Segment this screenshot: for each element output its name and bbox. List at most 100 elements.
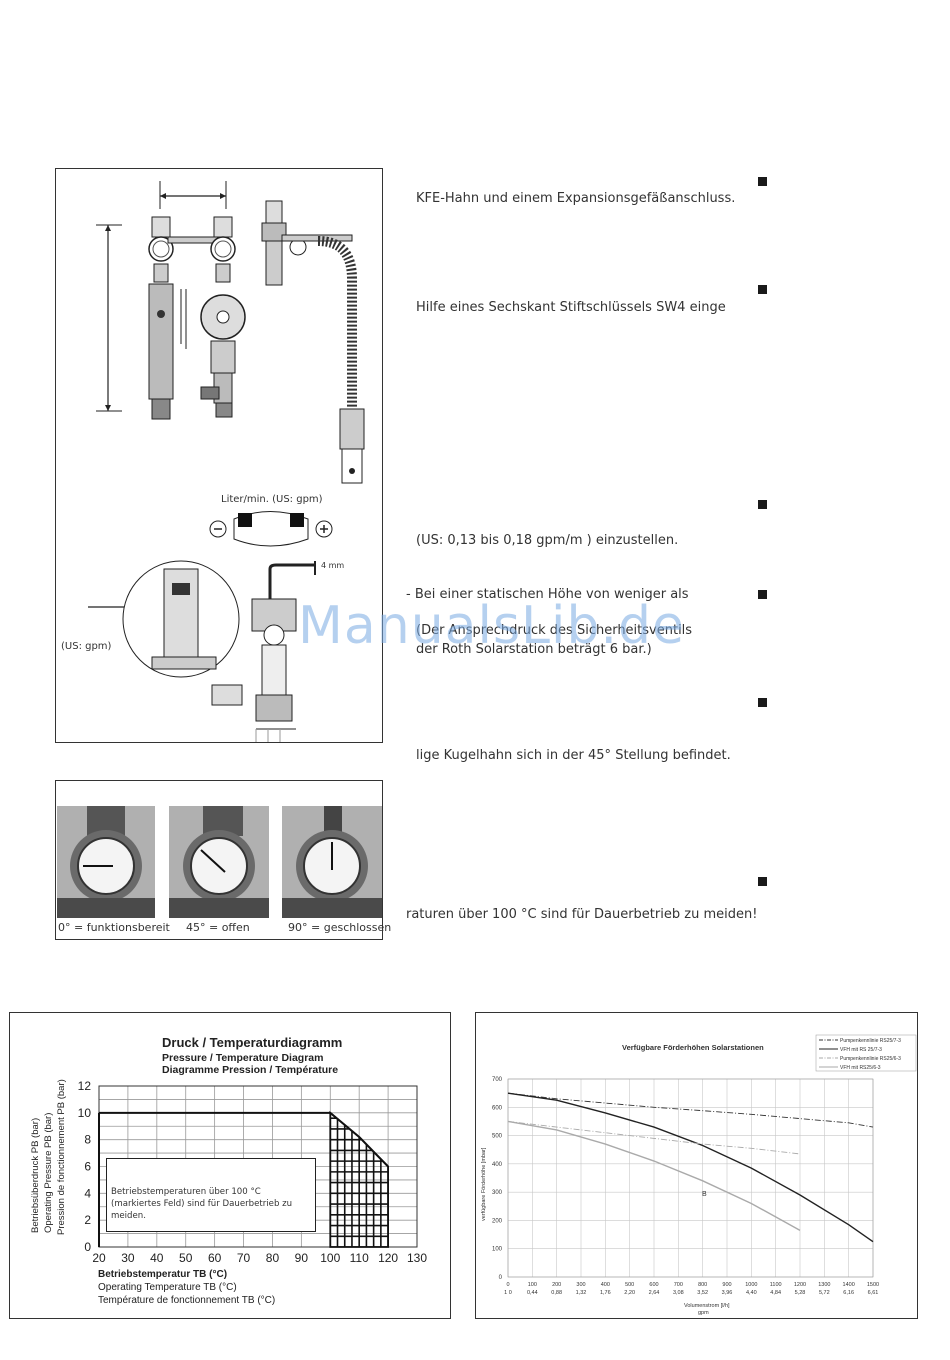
flow-xtick-gpm-label: 6,61 [868,1290,879,1296]
flow-ylabel: verfügbare Förderhöhe [mbar] [481,1147,487,1221]
pt-xtick-label: 120 [378,1251,398,1265]
pt-ylabel-de: Betriebsüberdruck PB (bar) [30,1118,41,1233]
flow-xtick-label: 0 [506,1282,509,1288]
pt-xtick-label: 80 [266,1251,280,1265]
flow-legend-label-2: Pumpenkennlinie RS25/6-3 [840,1056,901,1062]
pt-note-text: Betriebstemperaturen über 100 °C (markie… [111,1187,293,1221]
flow-xtick-label: 1300 [818,1282,830,1288]
pt-xtick-label: 30 [121,1251,135,1265]
pt-xlabel-en: Operating Temperature TB (°C) [98,1282,237,1293]
label-us-gpm: (US: gpm) [61,641,112,652]
flow-xtick-gpm-label: 3,08 [673,1290,684,1296]
flow-legend-box [815,1034,917,1072]
flow-series-3 [507,1120,801,1231]
flow-xtick-label: 1200 [794,1282,806,1288]
flow-chart: Verfügbare Förderhöhen Solarstationen 0 1… [481,1034,917,1316]
flow-ytick-label: 600 [492,1105,503,1111]
flow-ytick-label: 200 [492,1218,503,1224]
flow-xtick-gpm-label: 0,44 [527,1290,538,1296]
flow-xtick-gpm-label: 1 0 [504,1290,512,1296]
pt-chart: Druck / Temperaturdiagramm Pressure / Te… [30,1035,427,1306]
label-4mm: 4 mm [321,561,345,570]
flow-xtick-gpm-label: 1,76 [600,1290,611,1296]
flow-xtick-gpm-label: 5,72 [819,1290,830,1296]
pt-chart-subtitle-en: Pressure / Temperature Diagram [162,1052,323,1064]
pt-xtick-label: 50 [179,1251,193,1265]
flow-xtick-label: 700 [674,1282,683,1288]
flow-xtick-gpm-label: 4,40 [746,1290,757,1296]
flow-plot-frame [507,1078,874,1278]
text-line-7: raturen über 100 °C sind für Dauerbetrie… [406,907,758,922]
pt-ytick-label: 8 [84,1133,91,1147]
text-line-4: - Bei einer statischen Höhe von weniger … [406,587,689,602]
flow-xtick-gpm-label: 2,20 [624,1290,635,1296]
flow-ytick-label: 100 [492,1247,503,1253]
flow-xtick-gpm-label: 6,16 [843,1290,854,1296]
flow-xtick-label: 400 [601,1282,610,1288]
flow-xtick-gpm-label: 1,32 [576,1290,587,1296]
pt-xtick-label: 90 [295,1251,309,1265]
bullet-square-5 [758,698,767,707]
text-line-5b: der Roth Solarstation beträgt 6 bar.) [416,642,652,657]
text-line-2: Hilfe eines Sechskant Stiftschlüssels SW… [416,300,726,315]
pt-xtick-label: 100 [320,1251,340,1265]
pt-ytick-label: 0 [84,1240,91,1254]
pt-xlabel-de: Betriebstemperatur TB (°C) [98,1269,227,1280]
pt-ytick-label: 4 [84,1186,91,1200]
flow-xlabel: Volumenstrom [l/h] [684,1303,730,1309]
pt-xtick-label: 110 [350,1251,369,1265]
pt-xtick-label: 130 [407,1251,427,1265]
watermark: ManualsLib.de [298,596,686,656]
flow-series-1 [507,1092,874,1243]
flow-legend-label-1: VFH mit RS 25/7-3 [840,1047,882,1053]
pt-ylabel-en: Operating Pressure PB (bar) [43,1113,54,1233]
flow-xtick-label: 1100 [770,1282,782,1288]
flow-chart-title: Verfügbare Förderhöhen Solarstationen [622,1043,764,1052]
text-line-1: KFE-Hahn und einem Expansionsgefäßanschl… [416,191,736,206]
pt-chart-box: Druck / Temperaturdiagramm Pressure / Te… [9,1012,451,1319]
flow-xtick-gpm-label: 3,52 [697,1290,708,1296]
flow-series-0 [507,1092,874,1128]
pt-ylabel-fr: Pression de fonctionnement PB (bar) [56,1079,67,1235]
pt-ytick-label: 6 [84,1160,91,1174]
gauge-caption-0: 0° = funktionsbereit [58,921,170,934]
pt-ytick-label: 12 [78,1079,92,1093]
pt-xtick-label: 20 [92,1251,106,1265]
installation-drawing [88,181,365,742]
pt-ytick-label: 10 [78,1106,92,1120]
flow-xlabel-gpm: gpm [698,1310,709,1316]
text-line-3: (US: 0,13 bis 0,18 gpm/m ) einzustellen. [416,533,679,548]
bullet-square-2 [758,285,767,294]
gauge-caption-90: 90° = geschlossen [288,921,392,934]
gauge-photo-0 [57,806,155,918]
flow-xtick-label: 1500 [867,1282,879,1288]
flow-xtick-gpm-label: 2,64 [649,1290,660,1296]
flow-xtick-label: 100 [528,1282,537,1288]
gauge-caption-45: 45° = offen [186,921,250,934]
flow-xtick-label: 800 [698,1282,707,1288]
bullet-square-4 [758,590,767,599]
flow-chart-box: Verfügbare Förderhöhen Solarstationen 0 1… [475,1012,918,1319]
diagram-box-installation: Liter/min. (US: gpm) (US: gpm) 4 mm [55,168,383,743]
bullet-square-1 [758,177,767,186]
flow-xtick-gpm-label: 0,88 [551,1290,562,1296]
pt-chart-title: Druck / Temperaturdiagramm [162,1035,342,1050]
flow-xtick-label: 1000 [745,1282,757,1288]
pt-note-box: Betriebstemperaturen über 100 °C (markie… [106,1158,316,1232]
flow-xtick-label: 600 [649,1282,658,1288]
pt-chart-subtitle-fr: Diagramme Pression / Température [162,1064,338,1076]
pt-limit-line [99,1111,389,1168]
flow-series-2 [507,1120,801,1155]
flow-legend-label-0: Pumpenkennlinie RS25/7-3 [840,1038,901,1044]
pt-xlabel-fr: Température de fonctionnement TB (°C) [98,1295,275,1306]
bullet-square-6 [758,877,767,886]
flow-xtick-gpm-label: 4,84 [770,1290,781,1296]
gauge-photo-45 [169,806,269,918]
flow-legend-label-3: VFH mit RS25/6-3 [840,1065,881,1071]
pt-xtick-label: 40 [150,1251,164,1265]
flow-ytick-label: 400 [492,1162,503,1168]
flow-xtick-label: 200 [552,1282,561,1288]
text-line-5a: (Der Ansprechdruck des Sicherheitsventil… [416,623,693,638]
flow-ytick-label: 700 [492,1077,503,1083]
diagram-box-gauges: 0° = funktionsbereit 45° = offen 90° = g… [55,780,391,940]
